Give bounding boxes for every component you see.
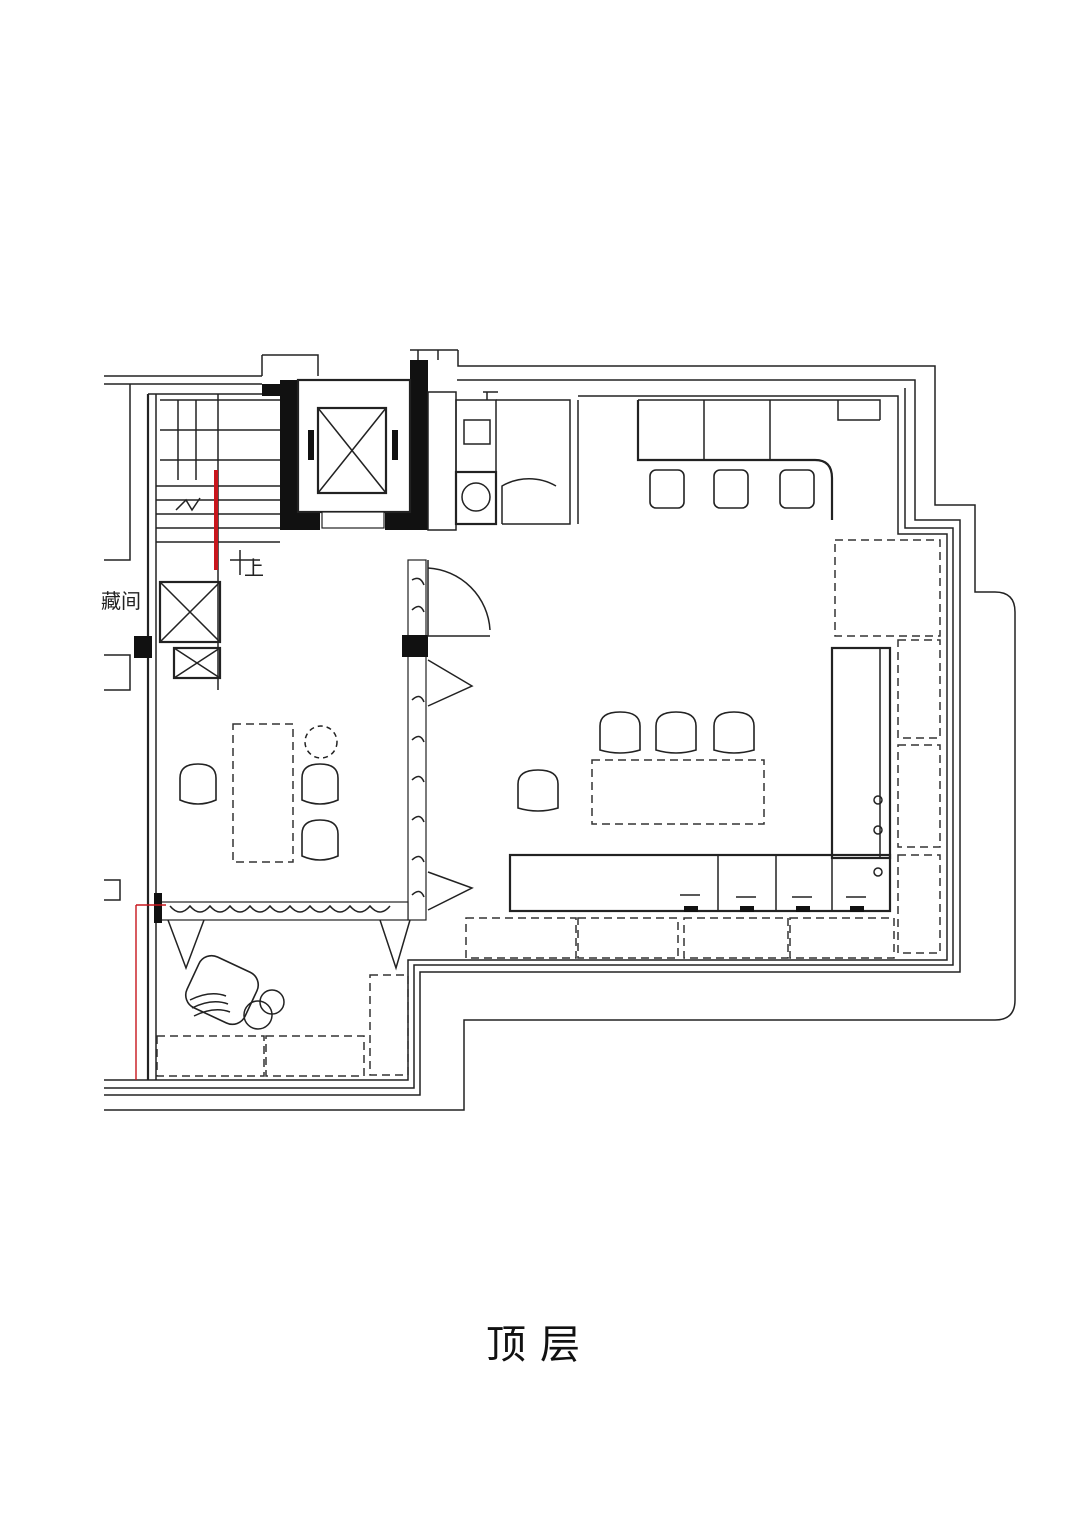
staircase: 上 [156, 394, 280, 690]
kitchen-counter [508, 853, 892, 913]
lounge-chair [184, 954, 285, 1030]
top-counter [636, 399, 881, 520]
doors [167, 560, 491, 971]
plan-title: 顶层 [486, 1322, 594, 1368]
service-rooms [427, 391, 579, 531]
right-storage [830, 539, 941, 954]
stair-marker: 上 [244, 556, 264, 580]
terrace-planters [156, 917, 895, 1077]
section-line [135, 904, 166, 1080]
shaft-boxes: 藏间 [101, 580, 222, 680]
storage-room-label: 藏间 [101, 589, 141, 613]
left-building [104, 354, 319, 1080]
stone-clad-wall [154, 559, 428, 923]
right-dining [517, 711, 765, 825]
left-dining [179, 723, 339, 863]
elevator-core [262, 349, 458, 530]
